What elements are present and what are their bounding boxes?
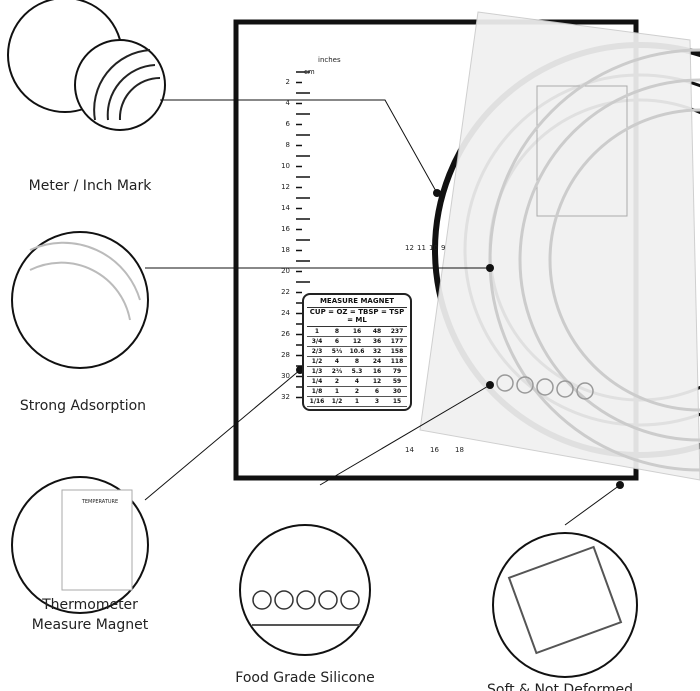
cm-tick-label: 28 (281, 351, 290, 359)
magnet-cell: 2/3 (311, 348, 323, 355)
magnet-cell: 59 (392, 378, 402, 385)
cm-tick-label: 22 (281, 288, 290, 296)
magnet-cell: 1/8 (311, 388, 323, 395)
magnet-cell: 5.3 (351, 368, 363, 375)
magnet-cell: 36 (372, 338, 382, 345)
magnet-cell: 4 (334, 358, 340, 365)
magnet-cell: 1/16 (309, 398, 325, 405)
magnet-cell: 1 (354, 398, 360, 405)
magnet-cell: 48 (372, 328, 382, 335)
bottom-tick-label: 16 (430, 446, 439, 454)
magnet-cell: 1/4 (311, 378, 323, 385)
bottom-tick-label: 14 (405, 446, 414, 454)
magnet-row: 2/3 5⅓ 10.6 32 158 (307, 347, 407, 357)
magnet-cell: 2 (334, 378, 340, 385)
magnet-header: CUP = OZ = TBSP = TSP = ML (307, 308, 407, 327)
cm-tick-label: 4 (285, 99, 290, 107)
measure-magnet-table: MEASURE MAGNET CUP = OZ = TBSP = TSP = M… (302, 293, 412, 411)
circle-inch-label: 12 (405, 244, 414, 252)
magnet-cell: 8 (334, 328, 340, 335)
magnet-cell: 15 (392, 398, 402, 405)
cm-tick-label: 8 (285, 141, 290, 149)
magnet-cell: 1/2 (311, 358, 323, 365)
magnet-cell: 118 (390, 358, 404, 365)
magnet-cell: 1 (334, 388, 340, 395)
cm-tick-label: 18 (281, 246, 290, 254)
magnet-row: 1/16 1/2 1 3 15 (307, 397, 407, 407)
magnet-cell: 10.6 (349, 348, 365, 355)
label-soft: Soft & Not Deformed (487, 682, 633, 691)
magnet-row: 3/4 6 12 36 177 (307, 337, 407, 347)
magnet-cell: 2 (354, 388, 360, 395)
magnet-cell: 1/2 (331, 398, 343, 405)
magnet-cell: 1 (314, 328, 320, 335)
label-meter-inch: Meter / Inch Mark (28, 178, 152, 194)
cm-tick-label: 12 (281, 183, 290, 191)
magnet-row: 1/3 2⅔ 5.3 16 79 (307, 367, 407, 377)
magnet-cell: 16 (372, 368, 382, 375)
circle-inch-label: 11 (417, 244, 426, 252)
magnet-cell: 2⅔ (331, 368, 343, 375)
magnet-cell: 6 (374, 388, 380, 395)
magnet-cell: 3 (374, 398, 380, 405)
magnet-row: 1/2 4 8 24 118 (307, 357, 407, 367)
temperature-title: TEMPERATURE (81, 499, 119, 505)
magnet-cell: 24 (372, 358, 382, 365)
magnet-title: MEASURE MAGNET (307, 297, 407, 308)
magnet-cell: 177 (390, 338, 404, 345)
magnet-cell: 158 (390, 348, 404, 355)
magnet-cell: 8 (354, 358, 360, 365)
cm-tick-label: 16 (281, 225, 290, 233)
cm-tick-label: 10 (281, 162, 290, 170)
cm-label: cm (304, 68, 315, 76)
circle-inch-label: 9 (441, 244, 446, 252)
bottom-tick-label: 18 (455, 446, 464, 454)
magnet-cell: 30 (392, 388, 402, 395)
cm-tick-label: 26 (281, 330, 290, 338)
magnet-cell: 237 (390, 328, 404, 335)
magnet-cell: 12 (372, 378, 382, 385)
magnet-row: 1 8 16 48 237 (307, 327, 407, 337)
cm-tick-label: 32 (281, 393, 290, 401)
magnet-cell: 5⅓ (331, 348, 343, 355)
label-adsorption: Strong Adsorption (19, 398, 147, 414)
magnet-cell: 4 (354, 378, 360, 385)
cm-tick-label: 20 (281, 267, 290, 275)
cm-tick-label: 30 (281, 372, 290, 380)
circle-inch-label: 10 (429, 244, 438, 252)
magnet-cell: 1/3 (311, 368, 323, 375)
label-food-grade: Food Grade Silicone (235, 670, 375, 686)
magnet-cell: 79 (392, 368, 402, 375)
magnet-cell: 16 (352, 328, 362, 335)
label-thermometer: Thermometer Measure Magnet (31, 597, 149, 633)
cm-tick-label: 14 (281, 204, 290, 212)
cm-tick-label: 6 (285, 120, 290, 128)
leader-lines (144, 99, 621, 526)
cm-tick-label: 2 (285, 78, 290, 86)
magnet-cell: 6 (334, 338, 340, 345)
inches-label: inches (318, 56, 341, 64)
magnet-cell: 3/4 (311, 338, 323, 345)
magnet-cell: 32 (372, 348, 382, 355)
magnet-row: 1/4 2 4 12 59 (307, 377, 407, 387)
cm-tick-label: 24 (281, 309, 290, 317)
magnet-row: 1/8 1 2 6 30 (307, 387, 407, 397)
magnet-cell: 12 (352, 338, 362, 345)
